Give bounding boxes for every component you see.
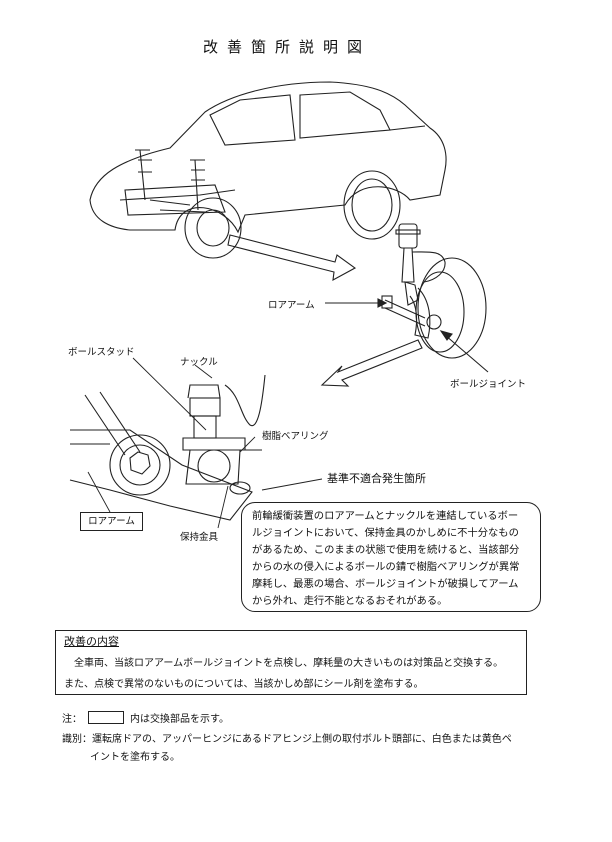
lower-arm-label: ロアアーム (268, 300, 315, 311)
identification-line: 識別：運転席ドアの、アッパーヒンジにあるドアヒンジ上側の取付ボルト頭部に、白色ま… (62, 734, 512, 745)
arrow-to-detail (320, 339, 423, 387)
strut-illustration (381, 223, 487, 359)
improvement-heading: 改善の内容 (64, 635, 119, 648)
ball-joint-label: ボールジョイント (450, 379, 527, 390)
defect-location-label: 基準不適合発生箇所 (327, 472, 426, 485)
explanation-line: からの水の侵入によるボールの錆で樹脂ベアリングが異常 (252, 561, 520, 573)
explanation-line: 摩耗し、最悪の場合、ボールジョイントが破損してアーム (252, 578, 519, 590)
resin-bearing-label: 樹脂ベアリング (262, 431, 329, 442)
defect-explanation: 前輪緩衝装置のロアアームとナックルを連結しているボー ルジョイントにおいて、保持… (241, 502, 541, 612)
ball-stud-label: ボールスタッド (68, 347, 135, 358)
knuckle-label: ナックル (180, 357, 218, 368)
car-illustration (89, 81, 447, 259)
detail-leader-lines (87, 357, 323, 529)
note-legend-box (88, 711, 124, 724)
improvement-box: 改善の内容 全車両、当該ロアアームボールジョイントを点検し、摩耗量の大きいものは… (55, 630, 527, 695)
improvement-line: また、点検で異常のないものについては、当該かしめ部にシール剤を塗布する。 (64, 679, 424, 690)
explanation-line: があるため、このままの状態で使用を続けると、当該部分 (252, 544, 520, 556)
explanation-line: から外れ、走行不能となるおそれがある。 (252, 595, 448, 607)
improvement-line: 全車両、当該ロアアームボールジョイントを点検し、摩耗量の大きいものは対策品と交換… (74, 658, 504, 669)
note-text: 内は交換部品を示す。 (130, 714, 229, 725)
lower-arm-boxed-label: ロアアーム (80, 512, 143, 531)
explanation-line: 前輪緩衝装置のロアアームとナックルを連結しているボー (252, 510, 519, 522)
ball-joint-detail (69, 374, 266, 521)
note-line: 注： 内は交換部品を示す。 (62, 710, 229, 725)
page-title: 改善箇所説明図 (202, 38, 371, 56)
retainer-label: 保持金具 (180, 532, 219, 543)
pointer-ball-joint (439, 330, 489, 373)
explanation-line: ルジョイントにおいて、保持金具のかしめに不十分なもの (252, 527, 519, 539)
arrow-to-strut (227, 234, 357, 281)
pointer-lower-arm (325, 298, 388, 308)
identification-line-2: イントを塗布する。 (90, 752, 180, 763)
note-prefix: 注： (62, 714, 82, 725)
